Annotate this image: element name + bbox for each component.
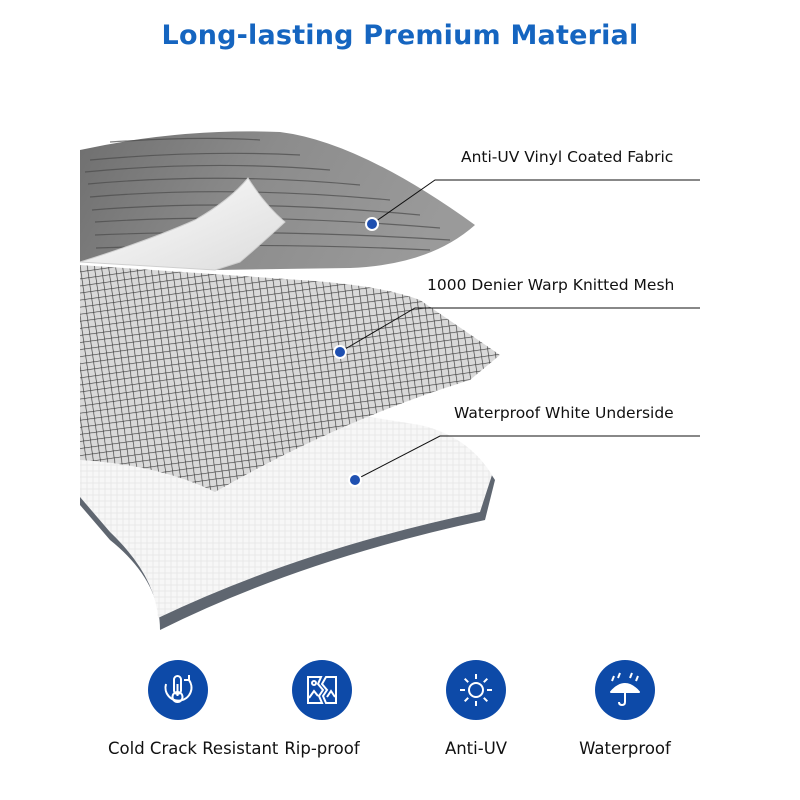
feature-waterproof: Waterproof bbox=[555, 660, 695, 758]
feature-label: Anti-UV bbox=[444, 739, 508, 758]
callout-dot-vinyl bbox=[365, 217, 379, 231]
feature-anti-uv: Anti-UV bbox=[406, 660, 546, 758]
callout-label-mesh: 1000 Denier Warp Knitted Mesh bbox=[427, 276, 675, 294]
feature-label: Waterproof bbox=[579, 739, 671, 758]
callout-line-underside bbox=[354, 435, 700, 481]
callout-dot-underside bbox=[348, 473, 362, 487]
feature-label: Rip-proof bbox=[284, 739, 360, 758]
image-tear-icon bbox=[292, 660, 352, 720]
feature-cold-crack-resistant: Cold Crack Resistant bbox=[108, 660, 279, 758]
feature-rip-proof: Rip-proof bbox=[252, 660, 392, 758]
umbrella-rain-icon bbox=[595, 660, 655, 720]
page-title: Long-lasting Premium Material bbox=[161, 20, 639, 51]
sun-icon bbox=[446, 660, 506, 720]
thermometer-icon bbox=[148, 660, 208, 720]
callout-label-underside: Waterproof White Underside bbox=[454, 404, 674, 422]
callout-dot-mesh bbox=[333, 345, 347, 359]
callout-line-mesh bbox=[339, 307, 700, 353]
callout-line-vinyl bbox=[371, 179, 700, 225]
feature-label: Cold Crack Resistant bbox=[108, 739, 279, 758]
callout-label-vinyl: Anti-UV Vinyl Coated Fabric bbox=[461, 148, 674, 166]
